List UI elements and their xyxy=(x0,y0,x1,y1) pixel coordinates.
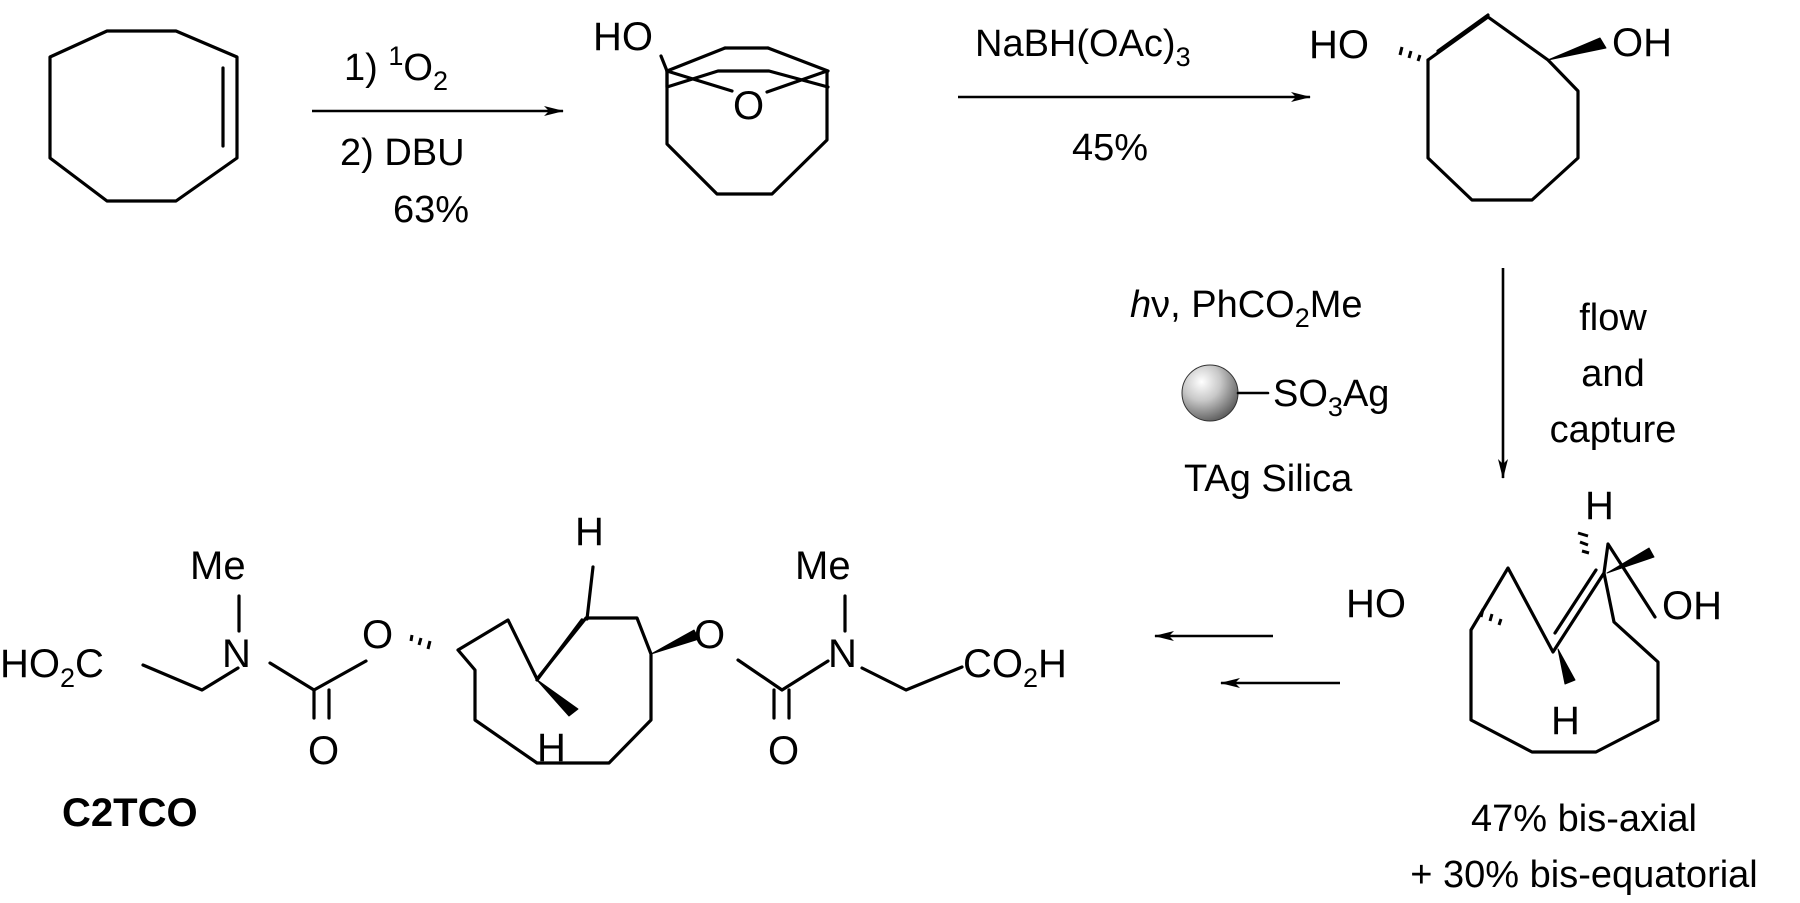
bis-equatorial-yield: + 30% bis-equatorial xyxy=(1410,854,1758,896)
hydroxyl-left-label: HO xyxy=(1309,23,1369,67)
methyl-right-label: Me xyxy=(795,544,851,588)
step-1-conditions: 1) 1O2 2) DBU 63% xyxy=(340,41,469,231)
flow-label: flow xyxy=(1579,297,1647,339)
hashed-bond xyxy=(1577,531,1590,555)
hydroxyl-left-label: HO xyxy=(1346,582,1406,626)
trans-cyclooctene-diol-structure: H HO OH H xyxy=(1346,484,1722,754)
ester-oxygen-right-label: O xyxy=(694,613,725,657)
step-1-reagent-line-2: 2) DBU xyxy=(340,132,465,174)
step-1-yield: 63% xyxy=(393,189,469,231)
methyl-left-label: Me xyxy=(190,544,246,588)
cis-cyclooctene-diol-structure: HO OH xyxy=(1309,13,1672,202)
nitrogen-left-label: N xyxy=(222,632,251,676)
hydroxyl-right-label: OH xyxy=(1612,21,1672,65)
compound-name-label: C2TCO xyxy=(62,791,198,835)
hydroxyl-label: HO xyxy=(593,15,653,59)
c2tco-structure: HO2C N Me O O H H O O N Me CO2H xyxy=(0,510,1067,773)
step-2-yield: 45% xyxy=(1072,127,1148,169)
capture-label: capture xyxy=(1550,409,1677,451)
photolysis-conditions: hν, PhCO2Me xyxy=(1130,284,1363,333)
bis-axial-yield: 47% bis-axial xyxy=(1471,798,1697,840)
vinyl-hydrogen-top-label: H xyxy=(1585,484,1614,528)
carboxylic-acid-right-label: CO2H xyxy=(963,642,1067,693)
carbonyl-oxygen-left-label: O xyxy=(308,729,339,773)
carboxylic-acid-left-label: HO2C xyxy=(0,642,104,693)
ester-oxygen-left-label: O xyxy=(362,613,393,657)
step-3-conditions: hν, PhCO2Me SO3Ag TAg Silica flow and ca… xyxy=(1130,284,1676,500)
and-label: and xyxy=(1581,353,1644,395)
cyclooctene-structure xyxy=(48,29,239,203)
silica-bead-icon xyxy=(1181,364,1239,422)
step-1-reagent-line-1: 1) 1O2 xyxy=(344,41,448,96)
tag-silica-label: TAg Silica xyxy=(1184,458,1353,500)
step-2-reagent: NaBH(OAc)3 xyxy=(975,23,1191,72)
nitrogen-right-label: N xyxy=(828,632,857,676)
bridging-oxygen-label: O xyxy=(733,84,764,128)
bicyclic-hemiketal-structure: HO O xyxy=(593,15,830,196)
silver-sulfonate-label: SO3Ag xyxy=(1273,373,1389,422)
step-2-conditions: NaBH(OAc)3 45% xyxy=(975,23,1191,169)
vinyl-hydrogen-bottom-label: H xyxy=(1551,699,1580,743)
vinyl-hydrogen-bottom-label: H xyxy=(537,726,566,770)
hashed-bond xyxy=(409,634,432,650)
vinyl-hydrogen-top-label: H xyxy=(575,510,604,554)
product-yield: 47% bis-axial + 30% bis-equatorial xyxy=(1410,798,1758,896)
two-step-arrows xyxy=(1154,631,1340,688)
hashed-bond xyxy=(1479,608,1503,626)
hydroxyl-right-label: OH xyxy=(1662,584,1722,628)
carbonyl-oxygen-right-label: O xyxy=(768,729,799,773)
hashed-bond xyxy=(1398,46,1422,62)
